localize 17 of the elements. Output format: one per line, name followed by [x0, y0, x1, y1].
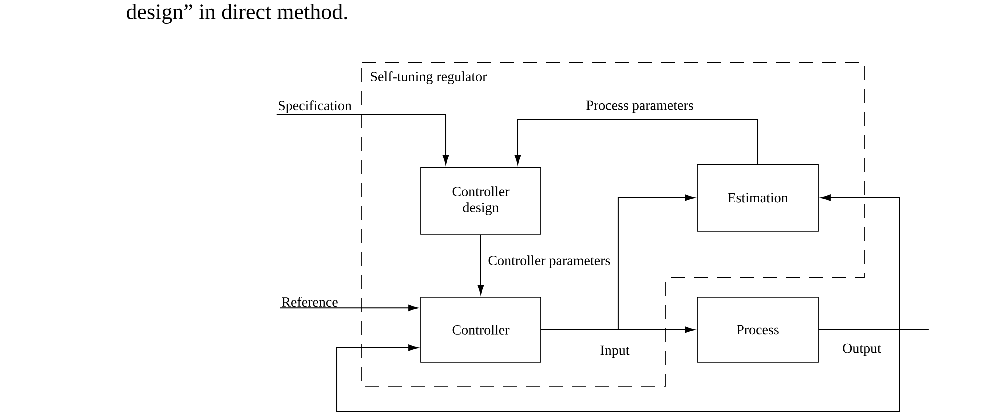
arrow	[336, 329, 900, 412]
arrow	[478, 234, 484, 295]
signal-label: Reference	[282, 296, 338, 307]
block-box: Estimation	[697, 164, 819, 232]
block-box: Controller	[420, 297, 542, 363]
arrow	[514, 120, 758, 165]
block-box: Process	[697, 297, 819, 363]
edge-label: Process parameters	[585, 100, 695, 114]
caption-text: design” in direct method.	[127, 4, 348, 24]
arrow	[540, 194, 695, 330]
edge-label: Controller parameters	[487, 254, 612, 270]
arrow	[276, 114, 450, 165]
edge-label: Input	[599, 344, 631, 360]
signal-label: Specification	[279, 100, 352, 114]
arrow	[280, 304, 418, 312]
block-box: Controller design	[420, 167, 542, 235]
arrow	[818, 194, 900, 330]
